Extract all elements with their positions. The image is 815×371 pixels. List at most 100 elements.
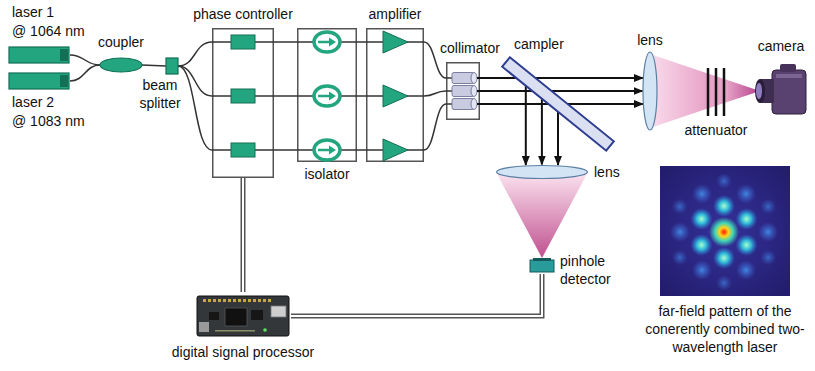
component-label: attenuator (684, 122, 747, 138)
detector-body (530, 260, 554, 272)
isolator-ring (314, 86, 340, 106)
camera-highlight (776, 74, 802, 78)
main-lobe (736, 234, 758, 256)
isolator-module: isolator (297, 28, 357, 182)
side-lobe (670, 222, 690, 242)
header-pin (203, 299, 206, 302)
camera-icon: camera (752, 38, 810, 122)
laser-source: laser 2@ 1083 nm (8, 70, 88, 136)
component-label: coupler (98, 34, 144, 50)
header-pin (208, 299, 211, 302)
dsp-board: digital signal processor (195, 292, 291, 362)
attenuator-plate (723, 68, 726, 116)
side-lobe (692, 184, 712, 204)
header-pin (223, 299, 226, 302)
side-lobe (672, 250, 688, 266)
pcb-trace (215, 330, 255, 332)
laser-beam (541, 99, 543, 165)
memory-chip (251, 310, 263, 320)
laser-beam (535, 77, 643, 79)
header-pin (218, 299, 221, 302)
header-pin (263, 299, 266, 302)
header-pin (243, 299, 246, 302)
fiber (446, 103, 452, 105)
optical-fiber (274, 95, 297, 97)
connector (650, 54, 704, 128)
header-pin (268, 299, 271, 302)
component-label: @ 1064 nm (12, 23, 85, 39)
module-frame (367, 29, 424, 162)
light-cone (650, 54, 704, 128)
optical-fiber (424, 91, 446, 96)
fiber (297, 41, 357, 43)
shape-outline (212, 6, 274, 180)
component-label: laser 1 (12, 4, 54, 20)
amplifier-module: amplifier (366, 6, 424, 162)
component-label: phase controller (193, 6, 293, 22)
laser-source: laser 1 @ 1064 nm (8, 4, 88, 68)
attenuator-plate (707, 68, 710, 116)
phase-modulator (231, 89, 255, 103)
pinhole-plate (533, 258, 551, 261)
lens-body (643, 52, 657, 130)
laser-face (60, 49, 68, 61)
module-frame (298, 29, 357, 162)
main-lobe (713, 195, 735, 217)
connector (70, 55, 100, 65)
coupler-body (100, 58, 142, 72)
fiber (297, 95, 357, 97)
shape-outline (366, 6, 424, 162)
module-frame (213, 29, 274, 178)
component-label: amplifier (369, 6, 422, 22)
side-lobe (760, 250, 776, 266)
signal-cable (241, 178, 246, 292)
side-lobe (672, 199, 688, 215)
camera-body (772, 70, 806, 114)
fiber (446, 90, 452, 92)
laser-body (9, 73, 69, 89)
collimator-module: collimator (446, 40, 482, 122)
connector (424, 42, 446, 150)
amplifier-triangle (383, 31, 408, 53)
laser-beam (480, 103, 549, 105)
component-label: lens (637, 32, 663, 48)
side-lobe (692, 260, 712, 280)
fiber-coupler: coupler (90, 34, 152, 74)
shape-outline (500, 36, 616, 154)
shape-outline (496, 163, 588, 181)
laser-beam (480, 90, 532, 92)
splitter-body (166, 58, 178, 74)
collimator-face (471, 99, 477, 110)
side-lobe (716, 173, 732, 189)
central-peak (709, 217, 739, 247)
connector (243, 178, 244, 292)
connector (142, 65, 166, 66)
amplifier-triangle (383, 139, 408, 161)
laser-beam (552, 90, 643, 92)
laser-body (9, 47, 69, 63)
optical-fiber (70, 65, 100, 81)
component-label: collimator (440, 40, 500, 56)
component-label: pinhole detector (560, 252, 624, 288)
beam-stub (477, 77, 480, 79)
main-lobe (691, 234, 713, 256)
status-led (263, 328, 267, 332)
pcb (197, 296, 289, 336)
camera-front (755, 79, 765, 103)
phase-controller: phase controller (212, 6, 274, 180)
isolator-ring (314, 32, 340, 52)
optical-fiber (178, 66, 212, 150)
side-lobe (736, 184, 756, 204)
header-pin (213, 299, 216, 302)
header-pin (253, 299, 256, 302)
collimator-face (471, 73, 477, 84)
connector (178, 42, 212, 150)
laser-beam (480, 77, 516, 79)
component-label: campler (514, 36, 564, 52)
connector (70, 65, 100, 81)
collimator-face (471, 86, 477, 97)
light-cone (496, 172, 588, 258)
laser-beam (568, 103, 643, 105)
component-label: beam splitter (133, 76, 187, 112)
fiber (446, 77, 452, 79)
